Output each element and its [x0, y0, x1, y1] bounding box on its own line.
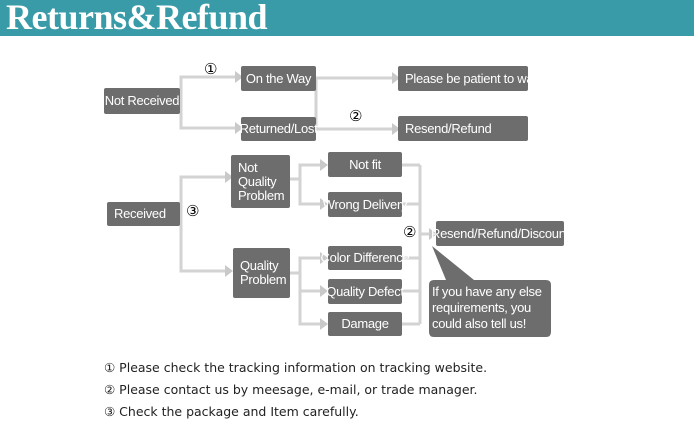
arrow-head — [225, 265, 233, 277]
arrow-head — [392, 72, 400, 84]
step-marker-2: ② — [349, 107, 363, 125]
callout-text: If you have any else requirements, you c… — [432, 284, 542, 331]
step-marker-3: ③ — [186, 202, 200, 220]
arrow-head — [235, 122, 243, 134]
quality-problem-box: Quality Problem — [233, 248, 290, 298]
not-received-box: Not Received — [104, 88, 180, 114]
wrong-delivery-box: Wrong Delivery — [323, 192, 408, 217]
arrow-head — [320, 198, 328, 210]
on-the-way-box: On the Way — [241, 66, 316, 91]
arrow-head — [320, 285, 328, 297]
quality-defect-box: Quality Defect — [326, 279, 404, 304]
quality-problem-line: Quality — [240, 258, 279, 273]
connector-line — [298, 273, 326, 326]
not-fit-box: Not fit — [328, 152, 402, 177]
note-item: ① Please check the tracking information … — [104, 360, 488, 375]
step-marker-2: ② — [403, 223, 417, 241]
arrow-head — [225, 171, 233, 183]
not-quality-problem-line: Quality — [238, 173, 277, 189]
connector-line — [179, 75, 241, 101]
note-item: ② Please contact us by meesage, e-mail, … — [104, 382, 478, 397]
arrow-head — [429, 228, 437, 240]
arrow-head — [392, 123, 400, 135]
color-difference-box: Color Difference — [321, 246, 410, 270]
page-title: Returns&Refund — [6, 0, 268, 37]
not-quality-problem-line: Not — [238, 159, 258, 175]
damage-box: Damage — [328, 312, 402, 336]
connector-line — [179, 213, 231, 273]
connector-line — [298, 179, 326, 206]
returned-lost-box: Returned/Lost — [240, 117, 318, 141]
note-item: ③ Check the package and Item carefully. — [104, 404, 359, 419]
arrow-head — [320, 252, 328, 264]
header-banner: Returns&Refund — [0, 0, 694, 37]
arrow-head — [320, 318, 328, 330]
patient-box: Please be patient to wait — [398, 66, 539, 91]
arrow-head — [235, 71, 243, 83]
connector-line — [179, 101, 241, 130]
notes-list: ① Please check the tracking information … — [104, 358, 487, 424]
received-box: Received — [107, 202, 180, 226]
not-quality-problem-box: Not Quality Problem — [231, 155, 290, 208]
connector-line — [290, 256, 326, 275]
arrow-head — [320, 159, 328, 171]
connector-line — [179, 175, 231, 213]
resend-refund-discount-box: Resend/Refund/Discount — [431, 221, 569, 246]
connector-line — [290, 163, 326, 181]
quality-problem-line: Problem — [240, 272, 287, 287]
callout-bubble — [429, 246, 551, 337]
step-marker-1: ① — [204, 60, 218, 78]
resend-refund-box: Resend/Refund — [398, 116, 528, 141]
not-quality-problem-line: Problem — [238, 187, 285, 203]
